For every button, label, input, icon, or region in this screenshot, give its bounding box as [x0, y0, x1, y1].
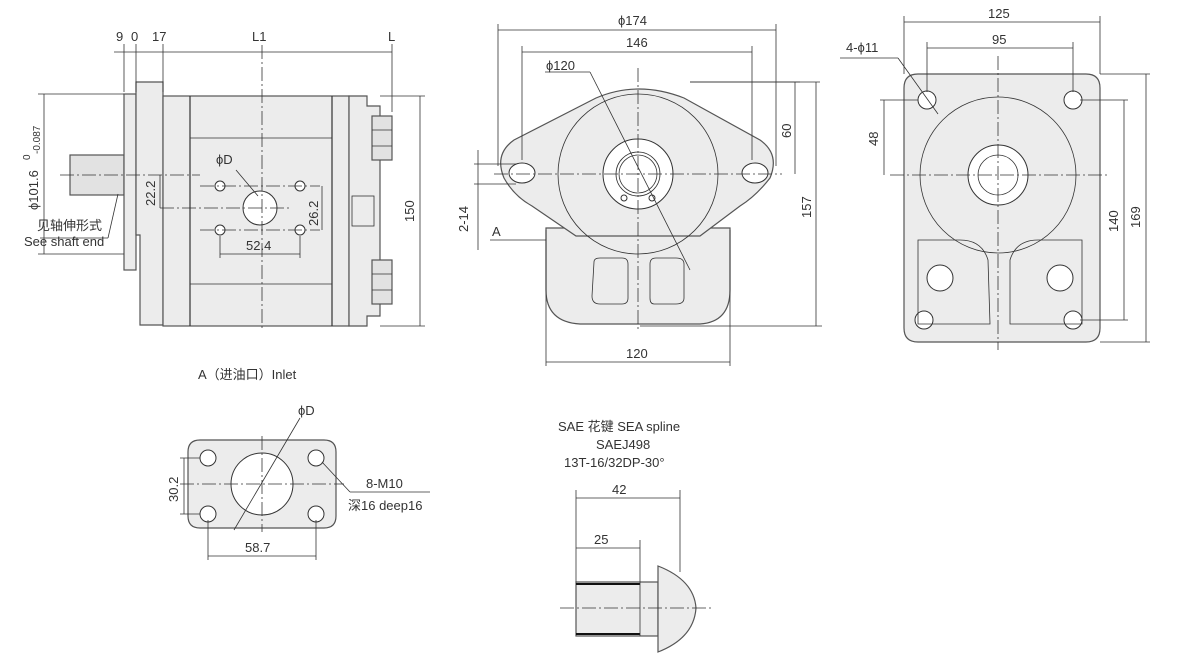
- dim-shaft-tol-lower: -0.087: [32, 125, 43, 154]
- inlet-view: A（进油口）Inlet ϕD 30.2 58.7 8-M10 深16 deep1…: [166, 367, 430, 560]
- dim-17-label: 17: [152, 29, 166, 44]
- dim-D-label: ϕD: [216, 152, 233, 167]
- spline-title-3: 13T-16/32DP-30°: [564, 455, 665, 470]
- dim-146-label: 146: [626, 35, 648, 50]
- dim-120-label: 120: [626, 346, 648, 361]
- spline-shaft-end: [657, 565, 697, 653]
- rear-plate: [903, 73, 1101, 343]
- spline-shaft: [575, 581, 659, 637]
- dim-42-label: 42: [612, 482, 626, 497]
- dim-shaft-tol-upper: 0: [22, 154, 33, 160]
- dim-25-label: 25: [594, 532, 608, 547]
- dim-4-11-label: 4-ϕ11: [846, 40, 878, 55]
- side-nut-bottom: [371, 259, 393, 305]
- spline-view: SAE 花键 SEA spline SAEJ498 13T-16/32DP-30…: [558, 419, 712, 653]
- thread-label: 8-M10: [366, 476, 403, 491]
- shaft-note-cn: 见轴伸形式: [37, 218, 102, 233]
- label-A: A: [492, 224, 501, 239]
- dim-0-label: 0: [131, 29, 138, 44]
- shaft-note-en: See shaft end: [24, 234, 104, 249]
- dim-26-2-label: 26.2: [306, 201, 321, 226]
- dim-52-4-label: 52.4: [246, 238, 271, 253]
- side-flange: [123, 93, 137, 271]
- dim-125-label: 125: [988, 6, 1010, 21]
- dim-150-label: 150: [402, 200, 417, 222]
- dim-L-label: L: [388, 29, 395, 44]
- side-nut-top: [371, 115, 393, 161]
- spline-title-2: SAEJ498: [596, 437, 650, 452]
- dim-60-label: 60: [779, 124, 794, 138]
- dim-shaft-dia-label: ϕ101.6: [26, 170, 41, 210]
- dim-2-14-label: 2-14: [456, 206, 471, 232]
- dim-120-dia-label: ϕ120: [546, 58, 575, 73]
- inlet-title: A（进油口）Inlet: [198, 367, 297, 382]
- dim-157-label: 157: [799, 196, 814, 218]
- spline-title-1: SAE 花键 SEA spline: [558, 419, 680, 434]
- dim-174-label: ϕ174: [618, 13, 647, 28]
- dim-L1-label: L1: [252, 29, 266, 44]
- front-view: ϕ174 146 ϕ120 60 157 2-14 A 120: [456, 13, 822, 366]
- inlet-dim-D-label: ϕD: [298, 403, 315, 418]
- dim-48-label: 48: [866, 132, 881, 146]
- dim-95-label: 95: [992, 32, 1006, 47]
- dim-169-label: 169: [1128, 206, 1143, 228]
- side-view: 9 0 17 L1 L ϕD 22.2 26.2 52.4 150 ϕ101.6…: [22, 29, 425, 330]
- dim-22-2-label: 22.2: [143, 181, 158, 206]
- dim-30-2-label: 30.2: [166, 477, 181, 502]
- dim-58-7-label: 58.7: [245, 540, 270, 555]
- depth-label: 深16 deep16: [348, 498, 422, 513]
- dim-140-label: 140: [1106, 210, 1121, 232]
- rear-view: 125 95 4-ϕ11 48 140 169: [840, 6, 1150, 350]
- dim-9-label: 9: [116, 29, 123, 44]
